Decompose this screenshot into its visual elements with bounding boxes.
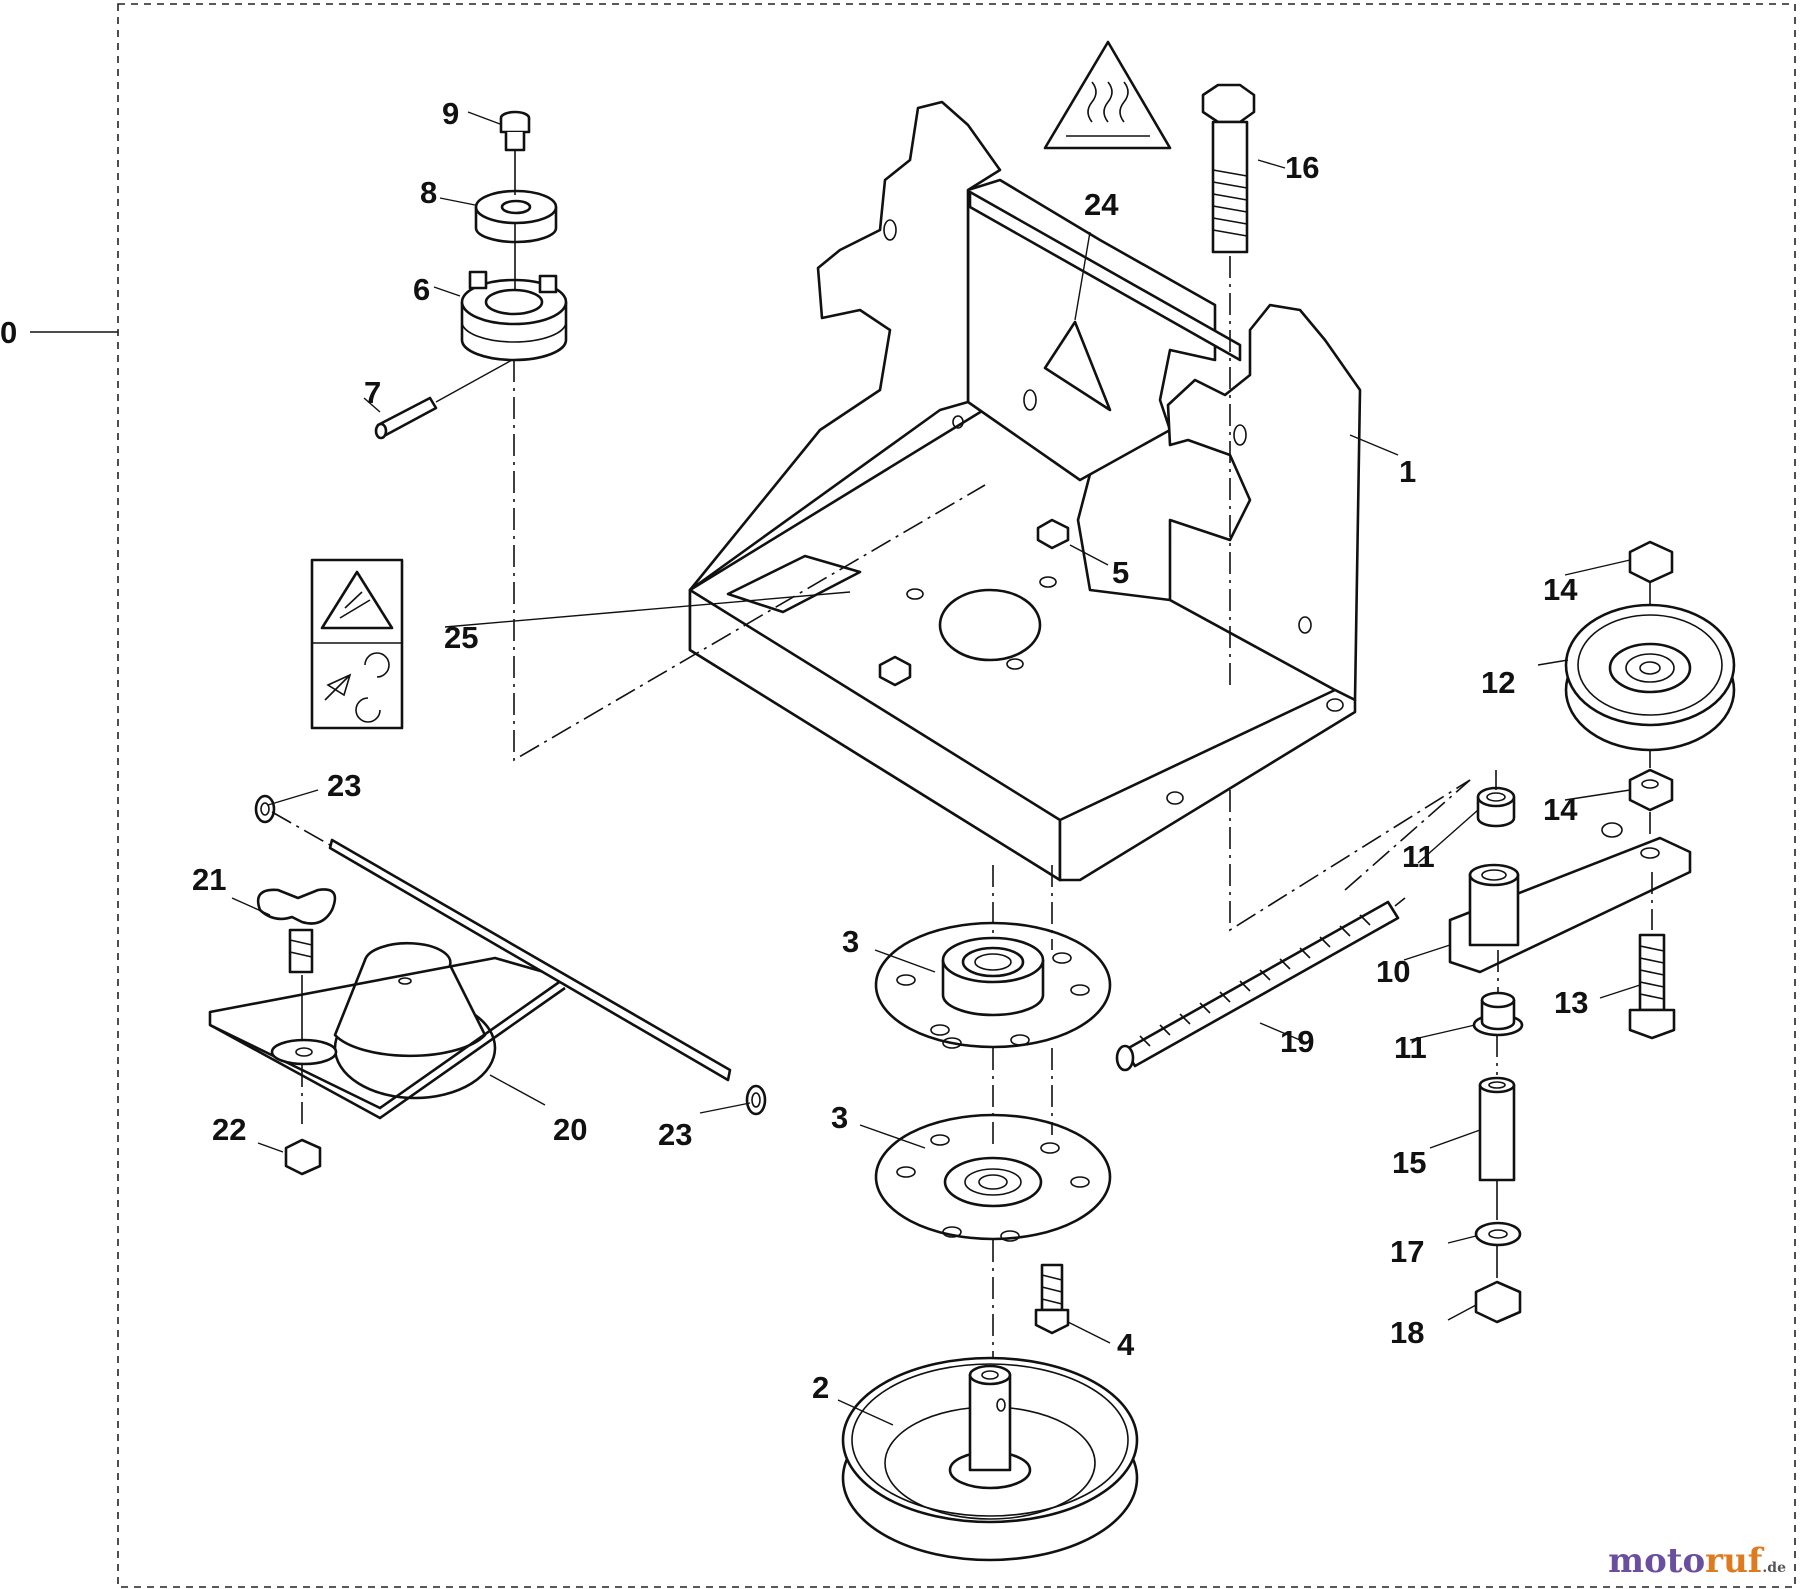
callout-3-lower: 3 [831, 1100, 848, 1135]
callout-21: 21 [192, 862, 226, 897]
callout-25: 25 [444, 620, 478, 655]
tensioner-arm-10 [1448, 822, 1692, 974]
callout-15: 15 [1392, 1145, 1426, 1180]
cutting-hazard-icon [320, 570, 394, 630]
callout-20: 20 [553, 1112, 587, 1147]
nut-18 [1474, 1280, 1522, 1324]
bushing-11-bottom [1472, 991, 1524, 1037]
callout-13: 13 [1554, 985, 1588, 1020]
callout-3-upper: 3 [842, 924, 859, 959]
main-bracket [688, 100, 1362, 882]
callout-7: 7 [364, 375, 381, 410]
tension-spring-19 [1115, 897, 1406, 1072]
rubber-damper-6 [460, 270, 568, 362]
sleeve-15 [1478, 1076, 1516, 1182]
callout-16: 16 [1285, 150, 1319, 185]
callout-24: 24 [1084, 187, 1119, 222]
callout-4: 4 [1117, 1327, 1135, 1362]
callout-1: 1 [1399, 454, 1416, 489]
assembly-number: 0 [0, 315, 17, 350]
damper-cap-8 [474, 189, 558, 244]
callout-12: 12 [1481, 665, 1515, 700]
bolt-13 [1628, 933, 1676, 1040]
watermark-logo: motoruf.de [1608, 1541, 1786, 1581]
hot-surface-warning-icon [1043, 40, 1172, 150]
assembly-frame [117, 3, 1796, 1588]
leader-lines [231, 111, 1641, 1426]
callout-9: 9 [442, 96, 459, 131]
callout-10: 10 [1376, 954, 1410, 989]
rod [328, 838, 732, 1082]
rotating-parts-icon [324, 652, 390, 723]
wing-nut-21 [256, 888, 337, 974]
screw-9 [499, 110, 531, 152]
nut-14-bottom [1628, 768, 1674, 812]
callout-5: 5 [1112, 555, 1129, 590]
washer-17 [1474, 1221, 1522, 1247]
bearing-flange-lower [874, 1113, 1112, 1242]
callout-22: 22 [212, 1112, 246, 1147]
screw-4 [1034, 1263, 1070, 1335]
callout-14-lower: 14 [1543, 792, 1578, 827]
callout-8: 8 [420, 175, 437, 210]
washer-23-left [254, 794, 276, 824]
nut-14-top [1628, 540, 1674, 584]
callout-11-lower: 11 [1394, 1030, 1427, 1065]
washer-23-right [745, 1084, 767, 1116]
callout-6: 6 [413, 272, 430, 307]
callout-19: 19 [1280, 1024, 1314, 1059]
nut-22 [284, 1138, 322, 1176]
callout-23-upper: 23 [327, 768, 361, 803]
bolt-16 [1201, 83, 1256, 254]
callout-11-upper: 11 [1402, 839, 1435, 874]
callout-numbers: 1 2 3 3 4 5 6 7 8 9 10 11 11 12 13 14 14… [192, 96, 1588, 1405]
callout-18: 18 [1390, 1315, 1424, 1350]
bearing-flange-upper [874, 921, 1112, 1049]
caster-mount-20 [208, 941, 567, 1120]
callout-17: 17 [1390, 1234, 1424, 1269]
bushing-11-top [1476, 786, 1516, 828]
callout-2: 2 [812, 1370, 829, 1405]
pin-7 [374, 396, 438, 440]
idler-pulley-12 [1564, 603, 1736, 752]
safety-label [310, 558, 404, 730]
callout-14-upper: 14 [1543, 572, 1578, 607]
warning-decal [1043, 320, 1112, 412]
callout-23-lower: 23 [658, 1117, 692, 1152]
v-belt-pulley-2 [841, 1356, 1139, 1562]
